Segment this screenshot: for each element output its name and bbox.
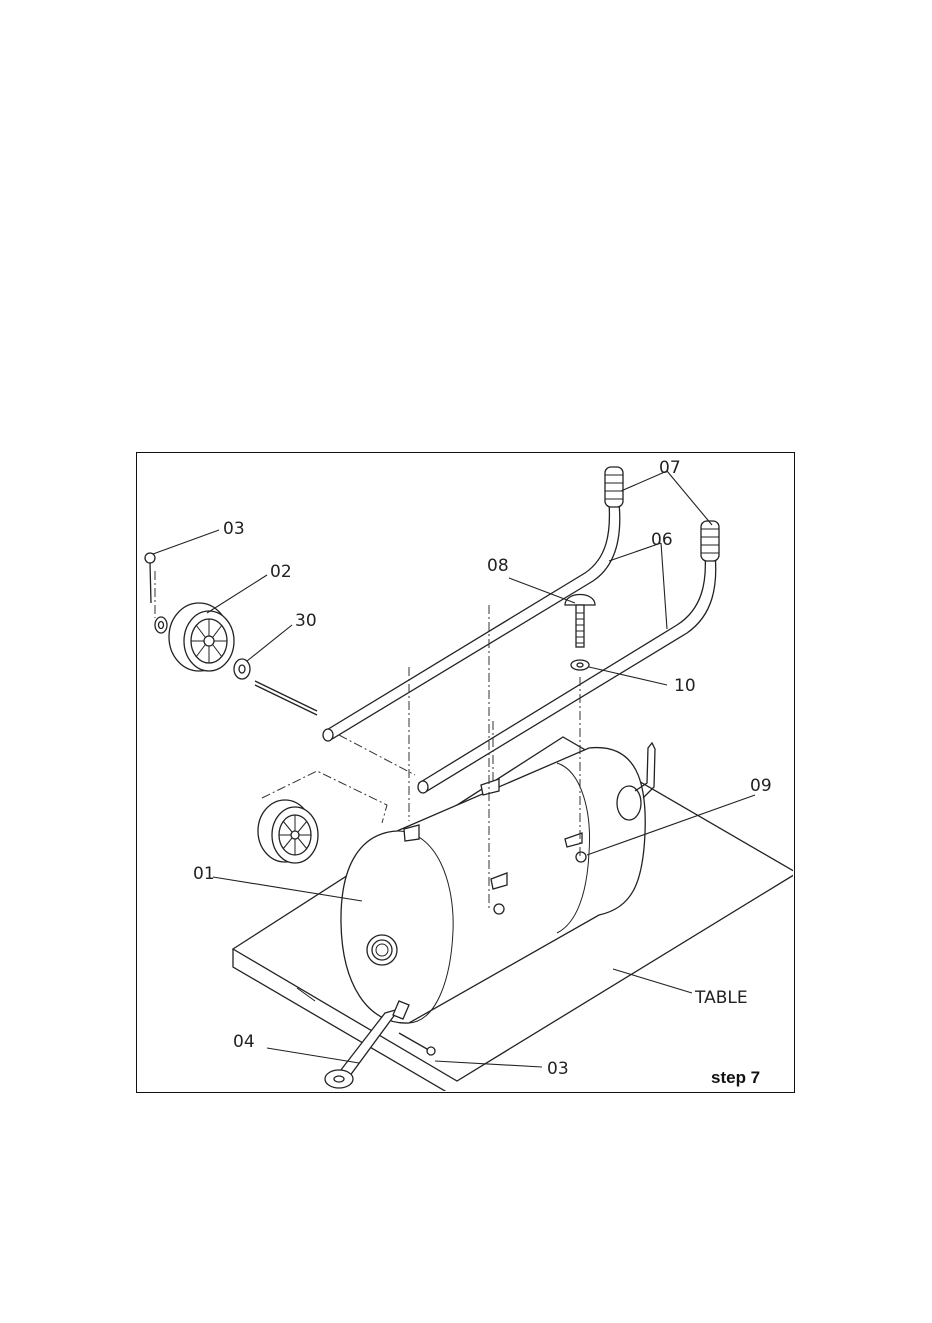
bolt-and-washer [565,595,595,671]
label-part-10: 10 [674,676,696,696]
label-table: TABLE [694,988,748,1008]
label-part-02: 02 [270,562,292,582]
label-part-01: 01 [193,864,215,884]
assembly-diagram: 03 02 30 08 07 06 10 09 01 TABLE 04 03 s… [137,453,793,1091]
label-part-30: 30 [295,611,317,631]
label-part-04: 04 [233,1032,255,1052]
label-part-08: 08 [487,556,509,576]
label-part-03-bottom: 03 [547,1059,569,1079]
label-part-03-top: 03 [223,519,245,539]
label-part-09: 09 [750,776,772,796]
label-part-06: 06 [651,530,673,550]
step-label: step 7 [711,1068,760,1087]
assembly-diagram-frame: 03 02 30 08 07 06 10 09 01 TABLE 04 03 s… [136,452,795,1093]
label-part-07: 07 [659,458,681,478]
